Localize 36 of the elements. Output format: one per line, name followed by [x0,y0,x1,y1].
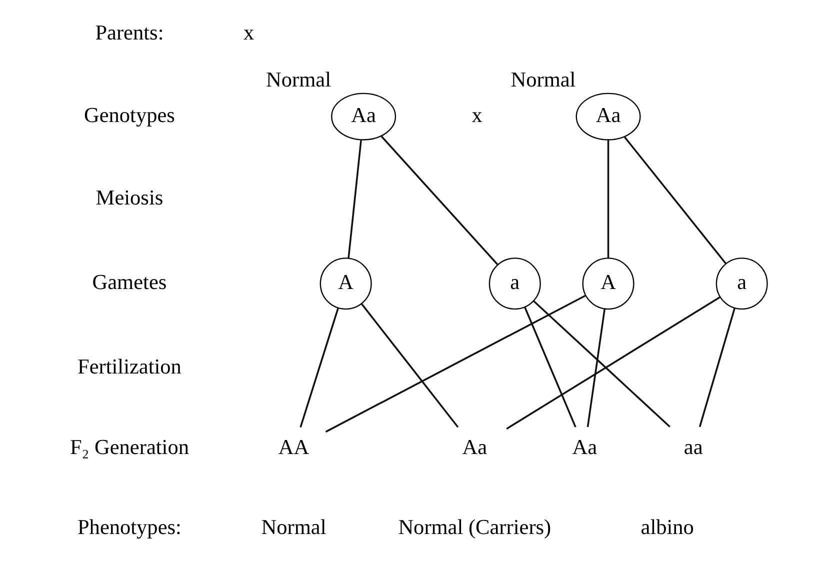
node-ellipse: Aa [330,92,396,140]
node-text: AA [278,434,309,459]
label: Fertilization [77,354,181,378]
label: Normal [260,515,326,540]
label: Genotypes [84,102,174,127]
node-ellipse: Aa [575,92,640,140]
node-circle: a [488,258,540,310]
label: x [471,102,482,127]
connector [360,303,458,428]
node-label: Normal [510,68,576,92]
label: Meiosis [95,185,163,210]
label: Normal (Carriers) [398,515,551,540]
node-text: Aa [462,434,487,459]
node-label: Normal [266,68,331,92]
connector [299,308,338,428]
connector [623,136,726,264]
label: Parents: [94,20,164,44]
connector [380,136,498,265]
label: x [243,20,254,44]
connector [586,308,605,428]
label: Phenotypes: [76,515,181,540]
connector [532,300,670,428]
connector [698,308,735,428]
connector [524,306,576,428]
label: albino [640,515,694,540]
node-circle: a [715,258,768,310]
connector [324,294,586,433]
node-text: aa [683,434,702,459]
node-circle: A [319,258,372,310]
label: Gametes [92,270,166,294]
node-text: Aa [572,434,597,459]
connector [606,140,609,258]
connector [347,140,362,258]
connector [506,296,720,430]
label: F₂ Generation [69,434,188,459]
node-circle: A [582,258,634,310]
